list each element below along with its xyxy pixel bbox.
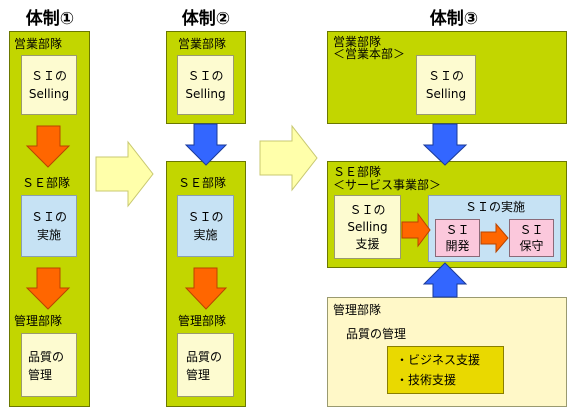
taisei2-si-selling-box: ＳＩの Selling <box>177 55 234 115</box>
taisei1-se-label: ＳＥ部隊 <box>22 176 71 190</box>
taisei2-hinshitsu-box: 品質の 管理 <box>177 333 234 397</box>
taisei3-kanri-label: 管理部隊 <box>333 303 382 317</box>
taisei3-kaihatsu-box: ＳＩ 開発 <box>435 219 480 257</box>
taisei3-hoshu-line2: 保守 <box>519 239 544 253</box>
taisei3-hoshu-box: ＳＩ 保守 <box>509 219 554 257</box>
taisei2-kanri-label: 管理部隊 <box>178 314 227 328</box>
taisei3-support-box: ・ビジネス支援 ・技術支援 <box>387 346 504 394</box>
taisei1-hinshitsu-line1: 品質の <box>28 350 65 364</box>
taisei3-si-selling-line2: Selling <box>425 87 467 101</box>
taisei1-si-selling-line1: ＳＩの <box>30 69 67 83</box>
taisei3-arrow-support-to-jissi <box>401 212 431 248</box>
taisei2-si-selling-line2: Selling <box>185 87 226 101</box>
taisei3-se-label: ＳＥ部隊 <box>333 165 382 179</box>
taisei2-title: 体制② <box>181 9 231 29</box>
taisei1-hinshitsu-line2: 管理 <box>28 368 53 382</box>
taisei3-support-line1: ＳＩの <box>349 203 386 217</box>
transition-arrow-2-to-3 <box>259 124 318 192</box>
taisei3-si-jissi-label: ＳＩの実施 <box>465 200 526 214</box>
taisei2-si-jissi-box: ＳＩの 実施 <box>177 195 234 257</box>
taisei3-hinshitsu-label: 品質の管理 <box>346 327 407 341</box>
taisei3-si-selling-box: ＳＩの Selling <box>416 55 476 115</box>
taisei3-support-line3: 支援 <box>355 237 380 251</box>
taisei2-eigyo-label: 営業部隊 <box>178 37 227 51</box>
taisei3-support-item-business: ・ビジネス支援 <box>396 353 481 367</box>
taisei3-eigyo-sublabel: ＜営業本部＞ <box>333 47 406 61</box>
taisei3-arrow-eigyo-to-se <box>422 123 468 166</box>
taisei1-hinshitsu-box: 品質の 管理 <box>21 333 77 397</box>
taisei3-support-item-tech: ・技術支援 <box>396 373 457 387</box>
taisei3-si-selling-line1: ＳＩの <box>427 69 464 83</box>
taisei1-eigyo-label: 営業部隊 <box>14 37 63 51</box>
taisei3-hoshu-line1: ＳＩ <box>519 223 544 237</box>
taisei1-kanri-label: 管理部隊 <box>14 314 63 328</box>
taisei3-eigyo-label: 営業部隊 <box>333 35 382 49</box>
taisei1-title: 体制① <box>25 9 75 29</box>
taisei1-si-jissi-box: ＳＩの 実施 <box>21 195 77 257</box>
taisei1-arrow-selling-to-se <box>25 125 71 168</box>
taisei3-arrow-kaihatsu-to-hoshu <box>480 222 509 254</box>
taisei1-si-jissi-line1: ＳＩの <box>30 210 67 224</box>
taisei3-si-selling-support-box: ＳＩの Selling 支援 <box>334 195 401 259</box>
taisei2-hinshitsu-line2: 管理 <box>186 368 211 382</box>
taisei2-hinshitsu-line1: 品質の <box>186 350 223 364</box>
taisei2-se-label: ＳＥ部隊 <box>178 176 227 190</box>
taisei3-se-sublabel: ＜サービス事業部＞ <box>333 178 442 192</box>
taisei2-arrow-eigyo-to-se <box>184 123 228 166</box>
taisei1-si-jissi-line2: 実施 <box>36 228 61 242</box>
taisei2-si-selling-line1: ＳＩの <box>187 69 224 83</box>
taisei1-arrow-se-to-kanri <box>25 267 71 310</box>
taisei3-support-line2: Selling <box>347 220 388 234</box>
taisei2-arrow-se-to-kanri <box>184 267 228 310</box>
taisei3-arrow-kanri-to-se <box>422 262 468 298</box>
taisei3-kaihatsu-line2: 開発 <box>445 239 470 253</box>
taisei1-si-selling-box: ＳＩの Selling <box>21 55 77 115</box>
taisei2-si-jissi-line2: 実施 <box>193 228 218 242</box>
taisei3-title: 体制③ <box>429 9 479 29</box>
transition-arrow-1-to-2 <box>95 140 154 208</box>
taisei3-kaihatsu-line1: ＳＩ <box>445 223 470 237</box>
taisei1-si-selling-line2: Selling <box>28 87 70 101</box>
taisei2-si-jissi-line1: ＳＩの <box>187 210 224 224</box>
